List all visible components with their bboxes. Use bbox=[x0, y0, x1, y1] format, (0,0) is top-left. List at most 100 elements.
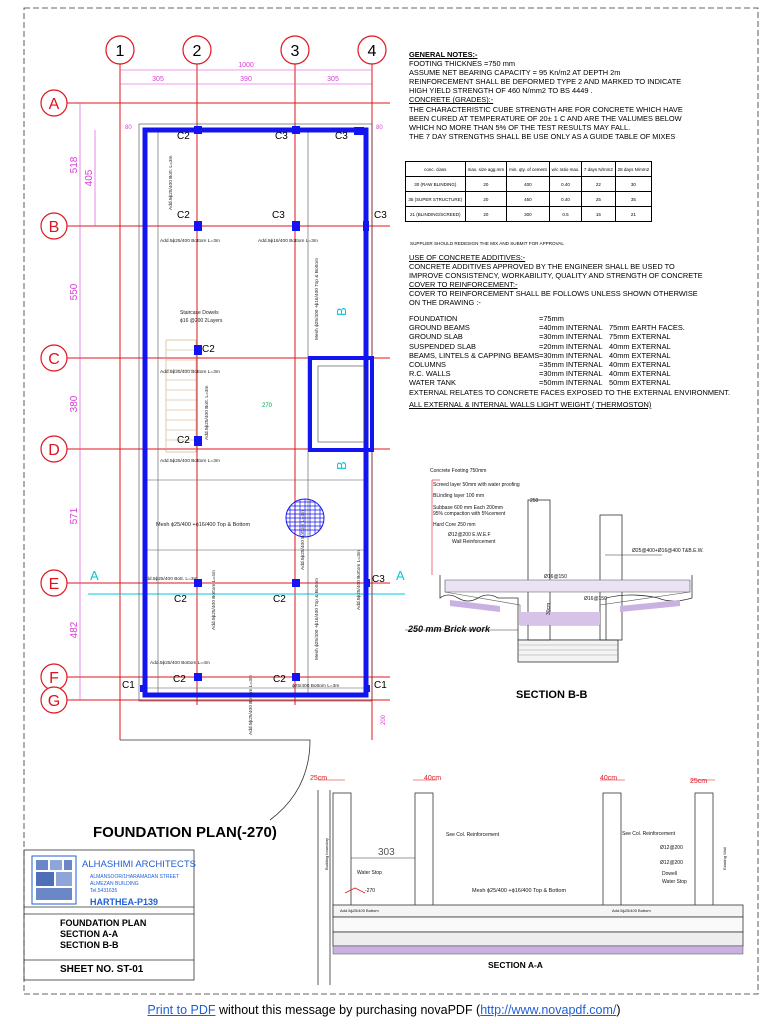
section-markers: A A B B bbox=[90, 307, 405, 583]
cover-external: 75mm EARTH FACES. bbox=[609, 323, 685, 333]
section-label: Water Stop bbox=[357, 870, 382, 876]
drawing-title: SECTION A-A bbox=[60, 929, 119, 939]
cover-internal: =50mm INTERNAL bbox=[539, 378, 603, 388]
grid-label: D bbox=[48, 442, 60, 459]
rebar-note: Add.5ϕ25/400 Bottom L=3m bbox=[160, 369, 220, 375]
dimension-label: 390 bbox=[240, 76, 252, 83]
grid-col-3: 3 bbox=[280, 35, 310, 65]
dimension-label: 571 bbox=[69, 507, 80, 524]
mix-cell: 30 (RAW BLINDING) bbox=[405, 176, 466, 192]
footer-text: ) bbox=[616, 1003, 621, 1017]
rebar-note: ϕ16 @200 2Layers bbox=[180, 318, 223, 324]
mix-header-cell: min. qty. of cement bbox=[506, 161, 550, 177]
column-label: C1 bbox=[122, 680, 135, 691]
rebar-note: Add.5ϕ25/400 Bottom bbox=[340, 908, 379, 913]
column-label: C2 bbox=[177, 210, 190, 221]
cover-internal: =20mm INTERNAL bbox=[539, 341, 603, 351]
section-label: 95% compaction with 5%cement bbox=[433, 511, 506, 517]
dimension-label: 80 bbox=[376, 125, 383, 131]
cover-table: FOUNDATION=75mm GROUND BEAMS=40mm INTERN… bbox=[409, 314, 730, 409]
column-label: C2 bbox=[273, 674, 286, 685]
mix-header-cell: 7 days N/mm2 bbox=[581, 161, 616, 177]
firm-name: ALHASHIMI ARCHITECTS bbox=[82, 859, 197, 870]
foundation-outline bbox=[142, 127, 369, 698]
cover-element: GROUND BEAMS bbox=[409, 323, 470, 333]
rebar-note: Add.5ϕ25/400 Bottom L=3m bbox=[160, 458, 220, 464]
left-dimensions: 518 405 550 380 571 482 80 80 200 bbox=[69, 103, 387, 725]
concrete-heading: CONCRETE (GRADES):- bbox=[409, 95, 494, 105]
dimension-label: 405 bbox=[84, 169, 95, 186]
note-line: REINFORCEMENT SHALL BE DEFORMED TYPE 2 A… bbox=[409, 77, 682, 87]
dimension-label: 200 bbox=[381, 714, 387, 725]
novapdf-link[interactable]: http://www.novapdf.com/ bbox=[480, 1003, 617, 1017]
manhole bbox=[285, 498, 325, 538]
mix-cell: 25 bbox=[581, 191, 616, 207]
column-labels: C2 C3 C3 C2 C3 C2 C2 C2 C2 C3 C1 C2 C2 C… bbox=[122, 131, 387, 691]
rebar-note: Mesh ϕ25/400 +ϕ16/400 Top & Bottom bbox=[472, 888, 566, 894]
rebar-note: Add.5ϕ25/400 Bottom L=3m bbox=[160, 238, 220, 244]
dimension-label: 25cm bbox=[690, 778, 707, 785]
column-label: C3 bbox=[372, 574, 385, 585]
cover-element: COLUMNS bbox=[409, 360, 446, 370]
cover-external: 40mm EXTERNAL bbox=[609, 360, 671, 370]
column-label: C2 bbox=[177, 435, 190, 446]
firm-logo bbox=[31, 855, 77, 905]
cover-row: BEAMS, LINTELS & CAPPING BEAMS=30mm INTE… bbox=[409, 351, 730, 360]
grid-row-e: E bbox=[40, 569, 68, 597]
grid-label: G bbox=[48, 693, 60, 710]
cover-external: 75mm EXTERNAL bbox=[609, 332, 671, 342]
grid-row-c: C bbox=[40, 344, 68, 372]
cover-internal: =75mm bbox=[539, 314, 564, 323]
section-label: Hard Core 250 mm bbox=[433, 522, 476, 528]
cover-element: GROUND SLAB bbox=[409, 332, 463, 342]
section-mark: A bbox=[90, 568, 99, 583]
external-note: EXTERNAL RELATES TO CONCRETE FACES EXPOS… bbox=[409, 387, 731, 397]
cover-internal: =30mm INTERNAL bbox=[539, 369, 603, 379]
top-dimensions: 305 390 305 1000 bbox=[120, 62, 372, 85]
dimension-label: 30cm bbox=[546, 603, 552, 615]
dimension-label: 1000 bbox=[238, 62, 254, 69]
print-to-pdf-link[interactable]: Print to PDF bbox=[147, 1003, 216, 1017]
rebar-note: Add.5ϕ25/400 Bottom bbox=[612, 908, 651, 913]
grid-label: 3 bbox=[291, 43, 300, 60]
cover-external: 40mm EXTERNAL bbox=[609, 341, 671, 351]
note-line: THE CHARACTERISTIC CUBE STRENGTH ARE FOR… bbox=[409, 104, 683, 114]
dimension-label: 550 bbox=[69, 283, 80, 300]
rebar-note: Add.5ϕ25/400 Bott. L=3m bbox=[204, 385, 210, 440]
section-bb-drawing bbox=[405, 479, 693, 663]
section-label: Subbase 600 mm Each 200mm bbox=[433, 505, 503, 511]
grid-label: B bbox=[49, 219, 60, 236]
mix-cell: 35 (SUPER STRUCTURE) bbox=[405, 191, 466, 207]
cover-element: SUSPENDED SLAB bbox=[409, 341, 476, 351]
mix-header-cell: conc. class bbox=[405, 161, 466, 177]
section-label: Ø12@200 bbox=[660, 845, 683, 851]
rebar-note: Add.5ϕ25/400 Bottom L=4m bbox=[211, 570, 217, 630]
level-tag: 270 bbox=[262, 403, 273, 409]
level-tag: -270 bbox=[365, 888, 375, 894]
grid-label: F bbox=[49, 670, 59, 687]
dimension-label: 305 bbox=[152, 76, 164, 83]
section-bb-labels: Concrete Footing 750mm Screed layer 50mm… bbox=[407, 468, 704, 634]
section-aa-drawing bbox=[317, 779, 744, 985]
section-label: Ø12@200 bbox=[660, 860, 683, 866]
section-label: Building boundary bbox=[324, 838, 329, 870]
mix-cell: 22 bbox=[581, 176, 616, 192]
mix-cell: 20 bbox=[464, 206, 508, 222]
rebar-note: ϕ25/400 Bottom L=3m bbox=[292, 683, 339, 689]
rebar-note: Add.5ϕ25/400 Bottom L=3m bbox=[248, 675, 254, 735]
rebar-note: Add.5ϕ25/400 Bottom L=4m bbox=[300, 510, 306, 570]
firm-phone: Tel.5431635 bbox=[90, 888, 118, 894]
column-label: C3 bbox=[374, 210, 387, 221]
notes-heading: GENERAL NOTES:- bbox=[409, 50, 478, 59]
note-line: BEEN CURED AT TEMPERATURE OF 20± 1 C AND… bbox=[409, 113, 682, 123]
dimension-label: 25cm bbox=[310, 775, 327, 782]
rebar-note: Ø16@150 bbox=[584, 596, 607, 602]
column-label: C2 bbox=[173, 674, 186, 685]
project-code: HARTHEA-P139 bbox=[90, 897, 159, 907]
footer-text: without this message by purchasing novaP… bbox=[215, 1003, 481, 1017]
plan-rebar-notes: Add.5ϕ25/400 Bott. L=3m Add.5ϕ25/400 Bot… bbox=[143, 155, 362, 735]
dimension-label: 40cm bbox=[600, 775, 617, 782]
